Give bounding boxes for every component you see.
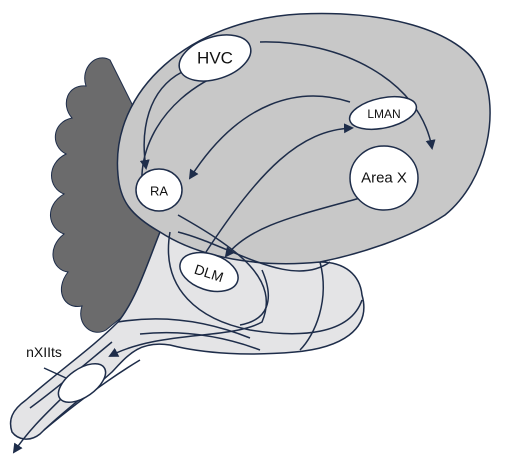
ra-label: RA <box>150 184 168 199</box>
hvc-label: HVC <box>197 49 233 68</box>
lman-label: LMAN <box>367 107 400 121</box>
forebrain <box>117 13 490 263</box>
areax-label: Area X <box>361 170 407 187</box>
nxiits-label: nXIIts <box>26 344 62 360</box>
